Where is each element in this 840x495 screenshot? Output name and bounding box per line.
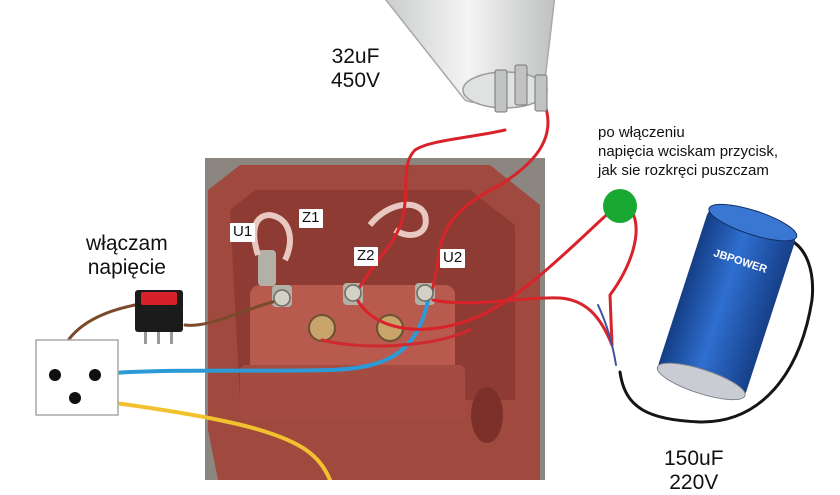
wire-blue-thin xyxy=(597,304,617,366)
wire-black xyxy=(618,238,815,424)
switch-label: włączam napięcie xyxy=(86,232,168,280)
socket-hole xyxy=(89,369,101,381)
capacitor-run-terminal xyxy=(514,64,528,106)
capacitor-start-capacitance: 150uF xyxy=(664,447,724,470)
capacitor-start: JBPOWER xyxy=(656,203,798,401)
capacitor-run-label: 32uF 450V xyxy=(331,45,380,93)
power-switch xyxy=(135,290,183,344)
socket-hole xyxy=(49,369,61,381)
socket-box xyxy=(35,339,119,416)
capacitor-start-top xyxy=(708,203,798,242)
terminal-label-u1: U1 xyxy=(230,223,256,242)
wire-yellow xyxy=(70,396,332,480)
terminal-nut-u1 xyxy=(273,289,291,307)
terminal-label-z1: Z1 xyxy=(299,209,323,228)
capacitor-run-capacitance: 32uF xyxy=(331,45,380,68)
terminal-nut-z2 xyxy=(344,284,362,302)
wire-red xyxy=(353,208,614,331)
capacitor-start-bottom xyxy=(656,362,746,401)
wire-red xyxy=(608,206,638,347)
socket-hole xyxy=(69,392,81,404)
button-instruction-line2: napięcia wciskam przycisk, xyxy=(598,142,779,160)
terminal-label-u2: U2 xyxy=(440,249,466,268)
wire-pink-lead xyxy=(320,328,472,348)
switch-rocker xyxy=(141,292,177,305)
capacitor-start-label: 150uF 220V xyxy=(664,447,724,495)
switch-pin xyxy=(144,332,147,344)
motor-bolt xyxy=(471,387,503,443)
terminal-post xyxy=(258,250,276,286)
button-instruction-line1: po włączeniu xyxy=(598,124,685,141)
capacitor-run-terminal xyxy=(534,74,548,112)
capacitor-run-voltage: 450V xyxy=(331,69,381,93)
switch-pin xyxy=(170,332,173,344)
capacitor-start-body xyxy=(658,208,795,398)
wire-blue xyxy=(93,288,432,377)
motor-terminal-box xyxy=(205,158,545,480)
wire-brown xyxy=(183,298,282,327)
terminal-block xyxy=(250,285,455,375)
button-instruction: po włączeniu napięcia wciskam przycisk, … xyxy=(598,124,778,180)
capacitor-start-voltage: 220V xyxy=(669,471,719,495)
terminal-label-z2: Z2 xyxy=(354,247,378,266)
capacitor-run xyxy=(384,0,556,113)
switch-label-line1: włączam xyxy=(86,232,168,255)
terminal-nut-u2 xyxy=(416,284,434,302)
button-instruction-line3: jak sie rozkręci puszczam xyxy=(598,161,769,179)
wire-red xyxy=(430,103,550,294)
wire-red xyxy=(356,128,507,292)
switch-label-line2: napięcie xyxy=(87,256,166,280)
capacitor-run-terminal xyxy=(494,69,508,113)
switch-pin xyxy=(157,332,160,344)
winding-lead xyxy=(367,201,429,238)
mains-socket xyxy=(35,339,119,416)
start-push-button xyxy=(603,189,637,223)
wiring-diagram: JBPOWER xyxy=(35,0,815,480)
wire-red xyxy=(431,296,614,347)
terminal-block-lower xyxy=(240,365,465,420)
screw xyxy=(308,314,336,342)
